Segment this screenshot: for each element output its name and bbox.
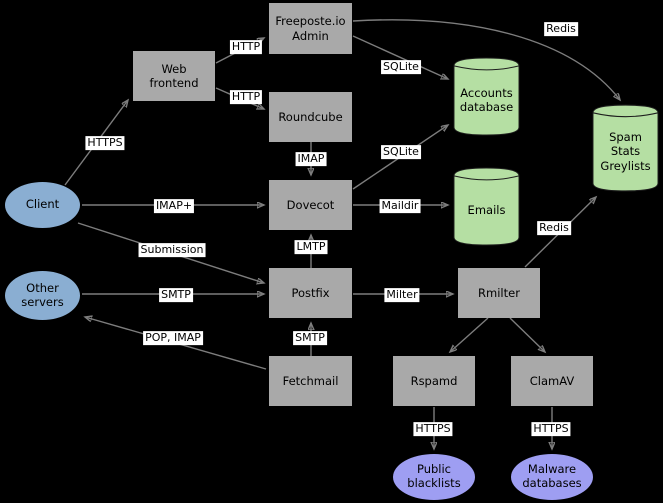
database-cylinder-icon [592,104,659,192]
database-cylinder-icon [453,57,520,136]
node-postfix: Postfix [269,268,352,318]
edge-rmilter-clamav [509,317,545,352]
edge-label-lmtp: LMTP [294,240,328,254]
node-public-blacklists: Public blacklists [393,454,475,500]
node-label: Malware databases [522,462,582,490]
node-label: Other servers [21,280,64,309]
node-clamav: ClamAV [511,356,593,406]
node-rspamd: Rspamd [393,356,475,406]
node-label: Rmilter [478,285,520,300]
edge-label-https-rspamd: HTTPS [413,422,453,436]
node-label: ClamAV [529,373,575,388]
edge-label-milter: Milter [384,288,420,302]
edge-label-redis-rmilter: Redis [537,221,571,235]
node-label: Dovecot [286,197,335,212]
node-label: Postfix [291,285,330,300]
edge-label-maildir: Maildir [379,199,421,213]
edge-label-http-admin: HTTP [229,40,263,54]
node-freeposte-admin: Freeposte.io Admin [269,3,352,54]
edge-label-smtp-fetchmail: SMTP [293,331,327,345]
edge-label-redis-admin: Redis [544,22,578,36]
node-fetchmail: Fetchmail [269,356,352,406]
edge-label-submission: Submission [138,243,206,257]
node-dovecot: Dovecot [269,180,352,230]
edge-label-sqlite-dovecot: SQLite [381,145,421,159]
database-cylinder-icon [453,167,520,246]
edge-rmilter-rspamd [450,317,489,352]
node-roundcube: Roundcube [269,92,352,142]
edge-label-pop-imap: POP, IMAP [143,331,203,345]
node-rmilter: Rmilter [458,268,540,318]
edge-label-imap-plus: IMAP+ [153,199,195,213]
node-malware-databases: Malware databases [511,454,593,500]
node-label: Emails [467,202,506,217]
node-label: Roundcube [278,109,343,124]
node-label: Client [25,197,60,212]
node-other-servers: Other servers [5,271,80,320]
node-label: Web frontend [149,61,199,90]
edge-label-sqlite-admin: SQLite [381,60,421,74]
edge-label-smtp-other: SMTP [159,288,193,302]
node-accounts-database: Accounts database [453,57,520,136]
node-label: Spam Stats Greylists [600,129,651,173]
node-label: Rspamd [410,373,458,388]
edge-label-https-clamav: HTTPS [531,422,571,436]
node-emails-database: Emails [453,167,520,246]
node-label: Fetchmail [282,373,339,388]
node-label: Accounts database [459,85,514,114]
node-web-frontend: Web frontend [133,51,215,101]
node-client: Client [5,182,80,228]
node-label: Public blacklists [407,462,461,490]
node-spam-stats-database: Spam Stats Greylists [592,104,659,192]
node-label: Freeposte.io Admin [275,14,346,43]
edge-label-http-roundcube: HTTP [229,90,263,104]
edge-label-https-client: HTTPS [85,136,125,150]
edge-label-imap: IMAP [295,152,327,166]
